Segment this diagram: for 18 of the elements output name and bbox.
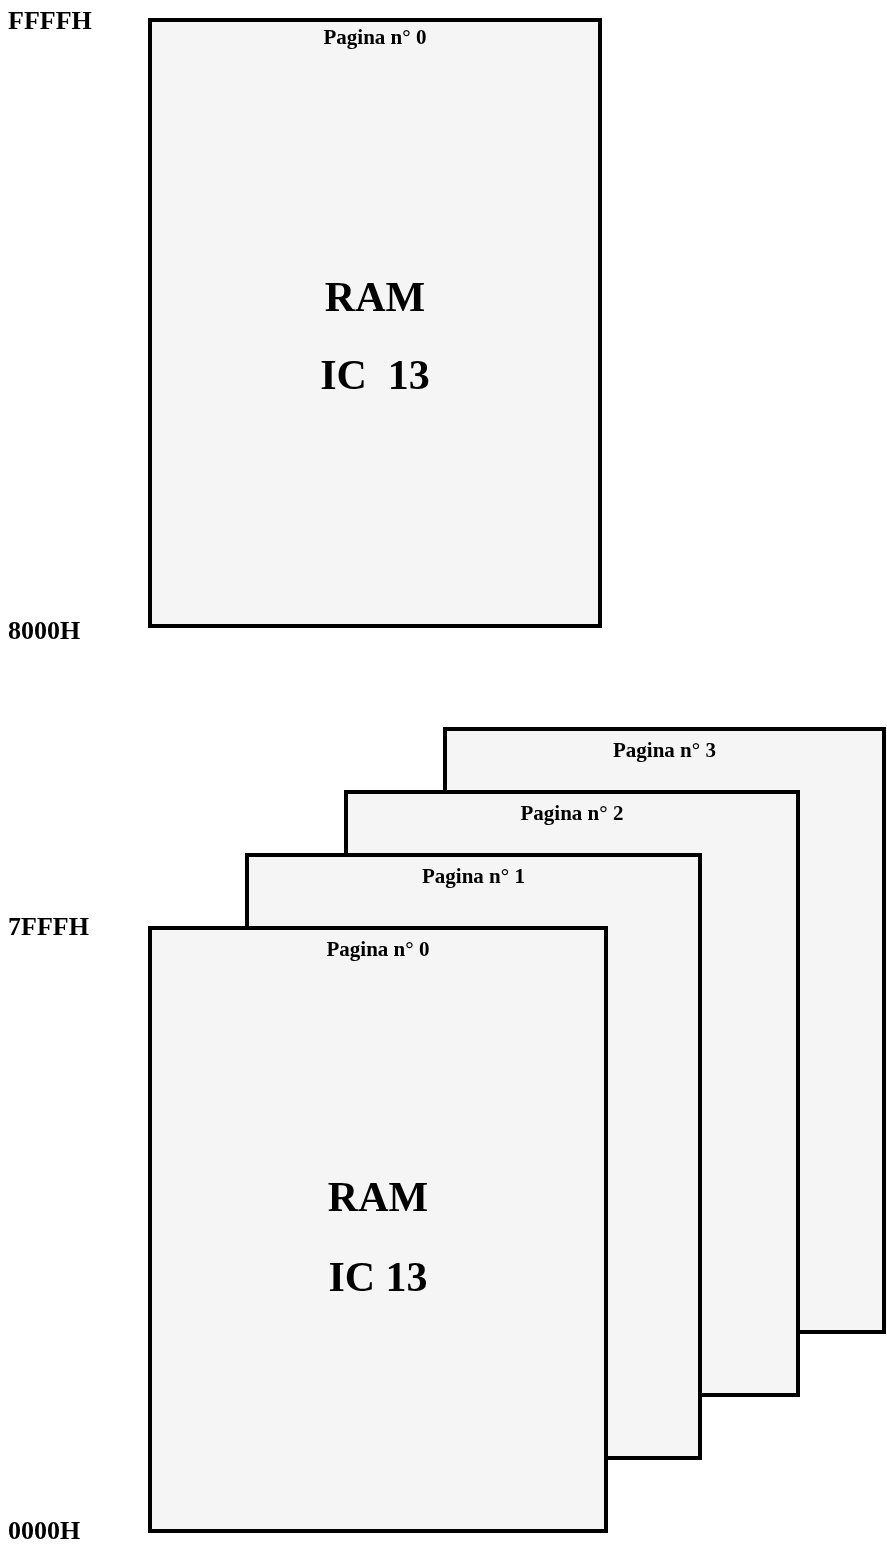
memory-page-box [148, 926, 608, 1533]
page-title: Pagina n° 0 [322, 26, 428, 50]
page-title: Pagina n° 3 [612, 739, 717, 763]
address-label: 8000H [8, 618, 81, 644]
memory-page-box [245, 853, 702, 926]
chip-label: IC 13 [327, 1254, 429, 1301]
page-title: Pagina n° 1 [421, 865, 526, 889]
address-label: FFFFH [8, 8, 92, 34]
chip-label: RAM [323, 274, 427, 321]
address-label: 0000H [8, 1518, 81, 1544]
chip-label: IC 13 [319, 352, 431, 399]
page-title: Pagina n° 2 [519, 802, 625, 826]
memory-page-box [344, 790, 800, 853]
chip-label: RAM [326, 1174, 430, 1221]
page-title: Pagina n° 0 [325, 938, 431, 962]
memory-page-box [443, 727, 886, 790]
address-label: 7FFFH [8, 914, 89, 940]
memory-page-box [148, 18, 602, 628]
